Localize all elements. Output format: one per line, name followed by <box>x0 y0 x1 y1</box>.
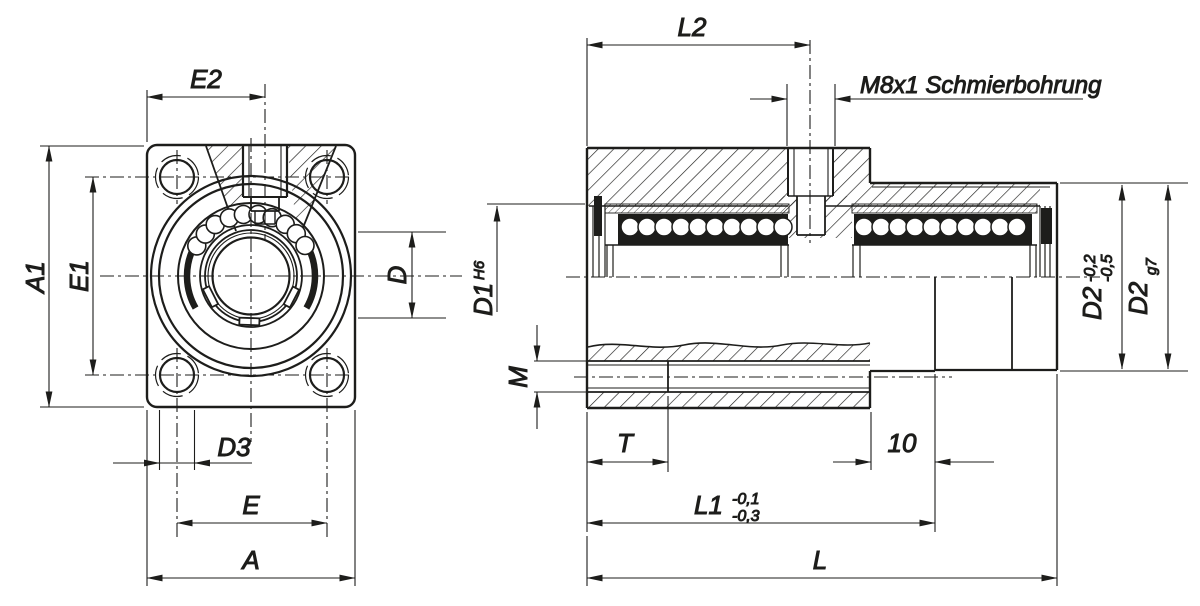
d2-tol-upper: -0,2 <box>1082 254 1099 282</box>
dim-label-d2-fit: D2 g7 <box>1123 258 1160 315</box>
front-view: E2 A1 E1 D <box>20 64 462 586</box>
dim-d3 <box>113 410 252 470</box>
dim-label-ten: 10 <box>888 428 917 458</box>
housing-outline <box>585 146 1059 410</box>
retaining-slots <box>201 284 301 327</box>
section-view: L2 M8x1 Schmierbohrung D1 H6 <box>468 12 1188 586</box>
dim-l1 <box>586 412 936 532</box>
dim-label-a: A <box>240 545 259 575</box>
dim-label-l1: L1 -0,1 -0,3 <box>694 490 764 525</box>
l1-text: L1 <box>694 490 723 520</box>
hatch-wedge-right <box>287 146 336 240</box>
dim-d1 <box>487 203 585 312</box>
dim-d <box>358 231 446 319</box>
dim-label-e1: E1 <box>64 260 94 292</box>
dim-label-d1: D1 H6 <box>468 260 498 316</box>
dim-ten <box>833 374 994 532</box>
dim-label-d2-tol: D2 -0,2 -0,5 <box>1077 250 1116 320</box>
dim-label-d: D <box>382 266 412 285</box>
d1-fit: H6 <box>471 260 488 280</box>
l1-tol-lower: -0,3 <box>732 508 760 525</box>
bearing-cartridge-left <box>604 203 793 277</box>
dim-a <box>146 410 356 586</box>
centerlines-front <box>85 84 462 540</box>
dim-l <box>586 374 1058 586</box>
hatch-shaft-lower <box>588 392 870 407</box>
hatch-sleeve-band <box>870 183 1040 206</box>
d1-text: D1 <box>468 283 498 316</box>
d2b-text: D2 <box>1123 281 1153 315</box>
d2-text: D2 <box>1077 286 1107 320</box>
dim-d2-toleranced <box>1060 182 1188 372</box>
dim-label-e2: E2 <box>190 64 222 94</box>
dim-label-a1: A1 <box>20 261 50 295</box>
end-seals <box>592 196 1052 277</box>
dim-l2 <box>586 38 811 146</box>
dim-label-d3: D3 <box>217 432 251 462</box>
dim-label-e: E <box>242 490 260 520</box>
bearing-cartridge-right <box>851 203 1038 277</box>
d2-tol-lower: -0,5 <box>1099 254 1116 282</box>
dim-e2 <box>146 90 266 142</box>
dim-m <box>533 325 587 429</box>
dim-lube <box>750 84 1083 146</box>
lube-note: M8x1 Schmierbohrung <box>860 72 1102 99</box>
dim-label-l: L <box>813 545 827 575</box>
dim-a1 <box>40 145 144 408</box>
d2b-fit: g7 <box>1143 258 1160 275</box>
dim-label-t: T <box>617 428 635 458</box>
dim-label-m: M <box>503 366 533 388</box>
dim-t <box>586 396 669 472</box>
centerlines-section <box>566 40 1100 378</box>
dim-label-l2: L2 <box>678 12 707 42</box>
shaft-thread <box>588 360 870 393</box>
ball-row-front <box>187 204 315 256</box>
l1-tol-upper: -0,1 <box>732 491 760 508</box>
